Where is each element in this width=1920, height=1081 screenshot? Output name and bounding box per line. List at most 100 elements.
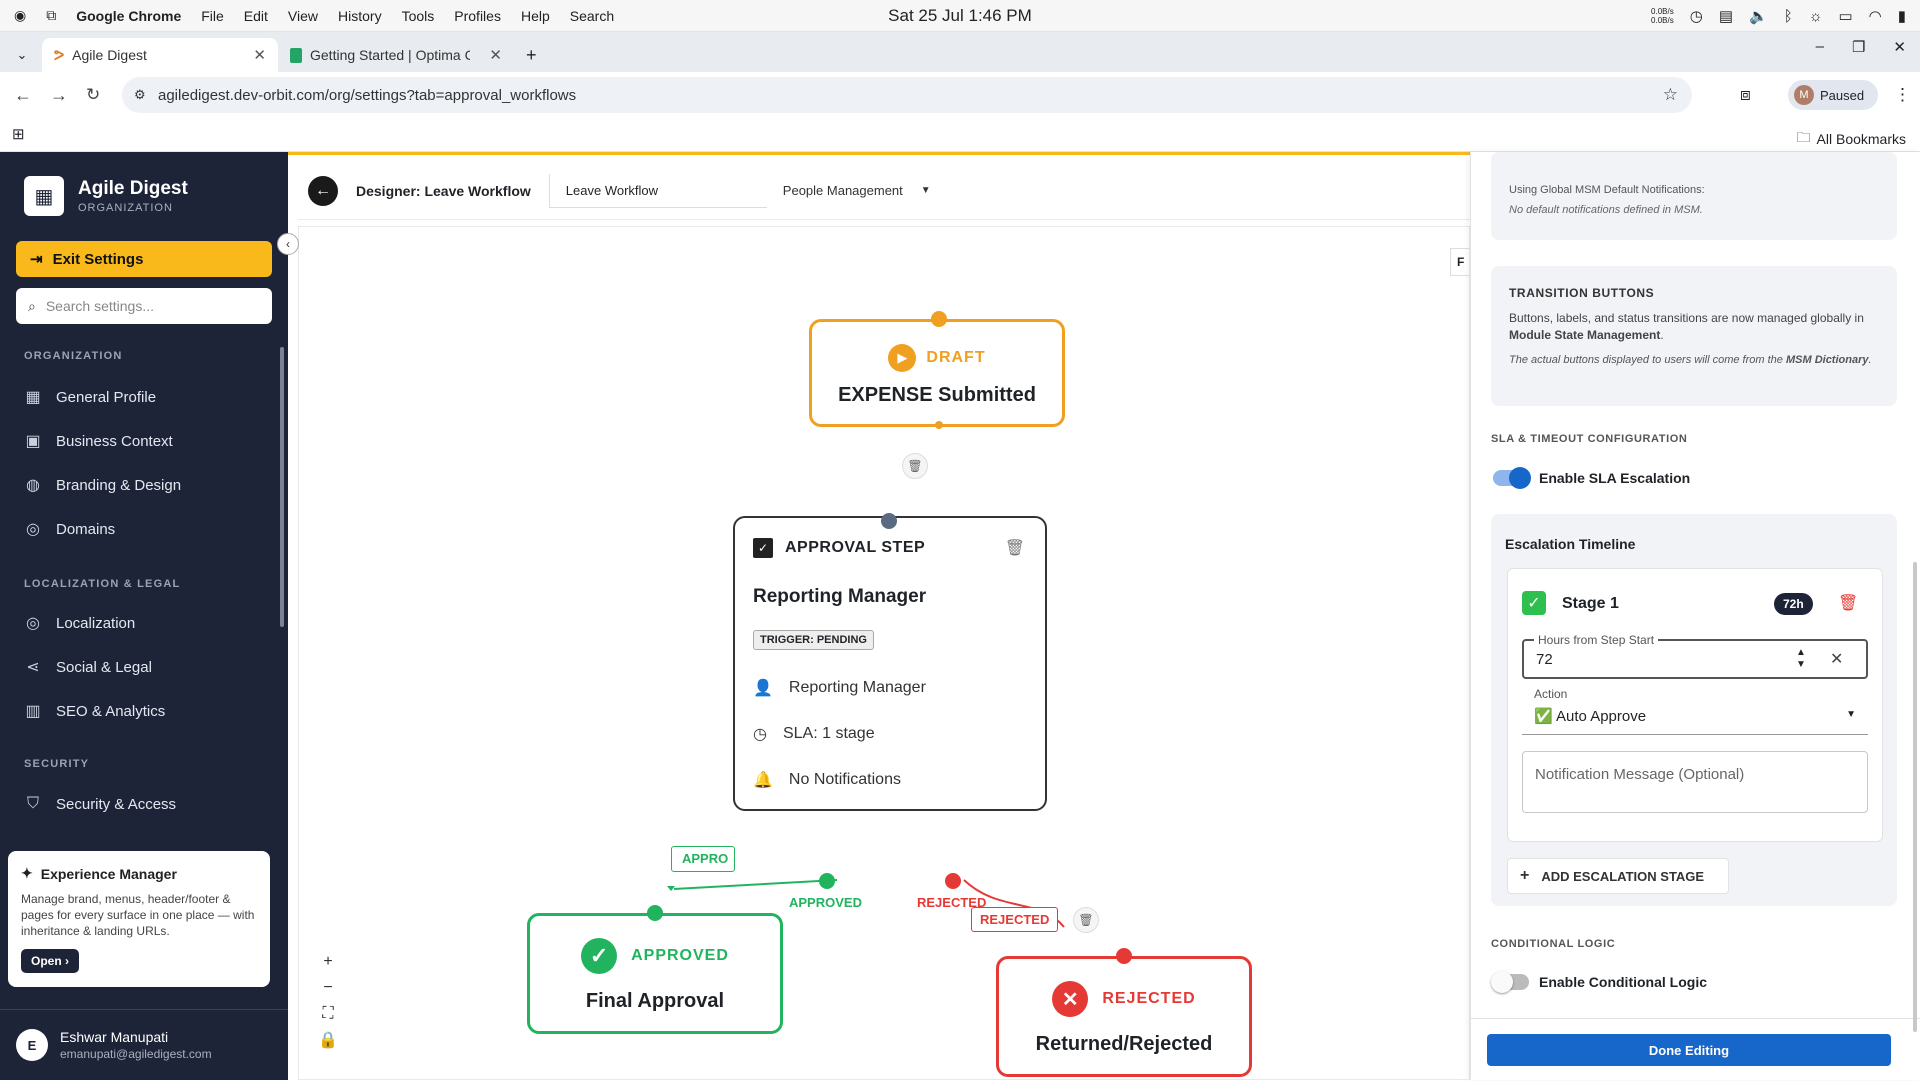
- delete-step-icon[interactable]: 🗑: [1004, 540, 1025, 557]
- site-info-icon[interactable]: ⚙: [134, 87, 146, 102]
- back-button[interactable]: ←: [308, 175, 338, 206]
- maximize-icon[interactable]: ❐: [1851, 39, 1866, 56]
- profile-chip[interactable]: M Paused: [1788, 80, 1878, 110]
- sidebar-item-seo[interactable]: ▥SEO & Analytics: [24, 701, 165, 721]
- zoom-out-icon[interactable]: −: [323, 979, 333, 996]
- volume-icon[interactable]: 🔈: [1749, 8, 1768, 25]
- edge-tag-approved[interactable]: APPRO: [671, 846, 735, 872]
- menu-edit[interactable]: Edit: [243, 7, 268, 24]
- back-icon[interactable]: ←: [14, 84, 32, 105]
- menu-kebab-icon[interactable]: ⋮: [1894, 85, 1911, 104]
- notif-label: No Notifications: [788, 771, 901, 788]
- sidebar-item-business-context[interactable]: ▣Business Context: [24, 431, 172, 451]
- search-settings-input[interactable]: ⌕Search settings...: [16, 288, 272, 324]
- delete-rejected-edge-button[interactable]: 🗑: [1073, 907, 1099, 933]
- tab-agile-digest[interactable]: ᕗ Agile Digest ✕: [42, 38, 278, 72]
- delete-edge-button[interactable]: 🗑: [902, 453, 928, 479]
- conditional-logic-toggle[interactable]: [1491, 971, 1529, 993]
- module-select[interactable]: People Management▼: [783, 183, 931, 198]
- sidebar-item-domains[interactable]: ◎Domains: [24, 519, 115, 539]
- flow-canvas[interactable]: ▶ DRAFT EXPENSE Submitted 🗑 ✓ APPROVAL S…: [298, 226, 1470, 1080]
- menu-history[interactable]: History: [338, 7, 382, 24]
- workflow-name-input[interactable]: Leave Workflow: [548, 173, 767, 208]
- display-icon[interactable]: ▭: [1838, 8, 1853, 25]
- wifi-icon[interactable]: ◠: [1868, 8, 1882, 25]
- hours-from-start-input[interactable]: Hours from Step Start 72 ▲▼ ✕: [1522, 633, 1868, 679]
- handle-draft-bottom[interactable]: [935, 421, 943, 429]
- action-select[interactable]: Action ✅ Auto Approve ▼: [1522, 687, 1868, 735]
- sidebar-item-general-profile[interactable]: ▦General Profile: [24, 387, 156, 407]
- clear-icon[interactable]: ✕: [1830, 651, 1844, 668]
- conditional-logic-title: CONDITIONAL LOGIC: [1491, 938, 1616, 950]
- menu-search[interactable]: Search: [569, 7, 615, 24]
- tab-list-icon[interactable]: ⌄: [16, 47, 28, 62]
- menu-view[interactable]: View: [287, 7, 319, 24]
- handle-rejected-top[interactable]: [1116, 948, 1132, 964]
- action-label: Action: [1530, 687, 1572, 701]
- canvas-toolbar-peek[interactable]: F: [1450, 248, 1470, 276]
- app-name[interactable]: Google Chrome: [76, 7, 182, 24]
- transition-buttons-box: TRANSITION BUTTONS Buttons, labels, and …: [1491, 266, 1897, 406]
- handle-draft-top[interactable]: [931, 311, 947, 327]
- delete-stage-icon[interactable]: 🗑: [1838, 595, 1859, 612]
- close-tab-icon[interactable]: ✕: [489, 47, 502, 64]
- close-window-icon[interactable]: ✕: [1893, 39, 1906, 56]
- step-notif-row: 🔔No Notifications: [753, 770, 901, 790]
- handle-step-approved[interactable]: [819, 873, 835, 889]
- nav-label: Security & Access: [56, 795, 177, 813]
- sidebar-item-localization[interactable]: ◎Localization: [24, 613, 135, 633]
- all-bookmarks[interactable]: 🗀All Bookmarks: [1797, 127, 1906, 151]
- zoom-in-icon[interactable]: +: [323, 953, 333, 970]
- tab-getting-started[interactable]: Getting Started | Optima C ✕: [278, 38, 514, 72]
- sidebar-item-branding[interactable]: ◍Branding & Design: [24, 475, 181, 495]
- menu-file[interactable]: File: [201, 7, 224, 24]
- node-approval-step[interactable]: ✓ APPROVAL STEP 🗑 Reporting Manager TRIG…: [733, 516, 1047, 811]
- sla-toggle[interactable]: [1493, 467, 1531, 489]
- new-tab-icon[interactable]: +: [526, 44, 537, 65]
- address-bar[interactable]: ⚙ agiledigest.dev-orbit.com/org/settings…: [122, 77, 1692, 113]
- edge-approved[interactable]: [673, 879, 838, 890]
- stepper-icon[interactable]: ▲▼: [1796, 647, 1806, 670]
- sidebar-scrollbar[interactable]: [280, 347, 284, 627]
- exp-open-button[interactable]: Open ›: [21, 949, 80, 973]
- handle-approved-top[interactable]: [647, 905, 663, 921]
- menu-tools[interactable]: Tools: [401, 7, 435, 24]
- os-logo-icon[interactable]: ◉: [14, 7, 27, 23]
- lock-icon[interactable]: 🔒: [318, 1032, 338, 1049]
- exit-settings-button[interactable]: ⇥Exit Settings: [16, 241, 272, 277]
- menu-profiles[interactable]: Profiles: [454, 7, 501, 24]
- nav-label: Localization: [56, 614, 136, 632]
- search-icon: ⌕: [28, 297, 36, 314]
- window-switch-icon[interactable]: ⧉: [46, 7, 57, 23]
- notification-message-input[interactable]: Notification Message (Optional): [1522, 751, 1868, 813]
- node-rejected[interactable]: ✕ REJECTED Returned/Rejected: [996, 956, 1252, 1077]
- avatar: E: [16, 1029, 48, 1061]
- forward-icon[interactable]: →: [50, 84, 68, 105]
- reload-icon[interactable]: ↻: [86, 85, 101, 104]
- apps-grid-icon[interactable]: ⊞: [12, 126, 25, 143]
- handle-step-top[interactable]: [881, 513, 897, 529]
- panel-scrollbar[interactable]: [1913, 562, 1917, 1032]
- extensions-icon[interactable]: ⧈: [1740, 85, 1751, 104]
- sidebar-item-social-legal[interactable]: ⋖Social & Legal: [24, 657, 152, 677]
- bookmark-star-icon[interactable]: ☆: [1662, 85, 1678, 104]
- clipboard-icon[interactable]: ▤: [1718, 8, 1733, 25]
- add-escalation-stage-button[interactable]: +ADD ESCALATION STAGE: [1507, 858, 1729, 894]
- menu-help[interactable]: Help: [520, 7, 550, 24]
- close-tab-icon[interactable]: ✕: [253, 47, 266, 64]
- done-editing-button[interactable]: Done Editing: [1487, 1034, 1891, 1066]
- node-draft[interactable]: ▶ DRAFT EXPENSE Submitted: [809, 319, 1065, 427]
- sidebar-item-security[interactable]: ⛉Security & Access: [24, 795, 176, 813]
- caret-down-icon: ▼: [1846, 709, 1856, 720]
- handle-step-rejected[interactable]: [945, 873, 961, 889]
- minimize-icon[interactable]: –: [1815, 38, 1824, 55]
- fit-view-icon[interactable]: ⛶: [322, 1005, 334, 1022]
- collapse-sidebar-button[interactable]: ‹: [277, 233, 299, 255]
- timer-icon[interactable]: ◷: [1689, 8, 1703, 25]
- brightness-icon[interactable]: ☼: [1808, 7, 1823, 25]
- node-approved[interactable]: ✓ APPROVED Final Approval: [527, 913, 783, 1034]
- battery-icon[interactable]: ▮: [1897, 8, 1906, 25]
- bluetooth-icon[interactable]: ᛒ: [1783, 7, 1793, 25]
- edge-tag-rejected[interactable]: REJECTED: [971, 907, 1059, 932]
